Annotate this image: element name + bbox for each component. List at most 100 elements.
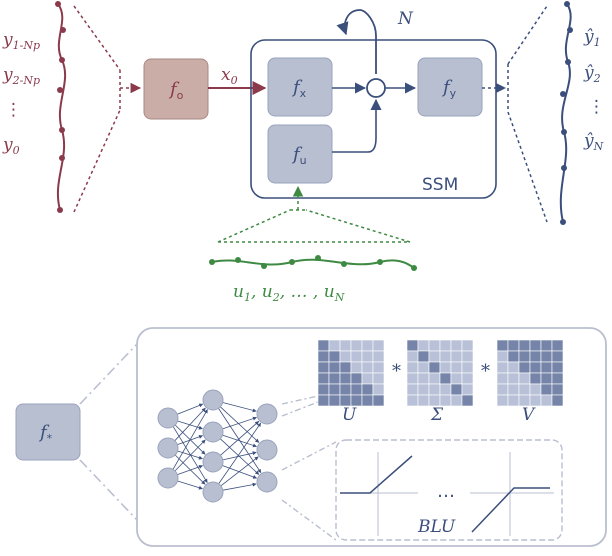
matrix-cell xyxy=(417,394,430,407)
control-funnel xyxy=(217,209,411,243)
matrix-cell xyxy=(372,372,385,385)
control-wave xyxy=(211,258,415,269)
matrix-cell xyxy=(361,383,374,396)
matrix-cell xyxy=(461,372,474,385)
fx-block: fx xyxy=(267,57,333,117)
matrix-cell xyxy=(496,394,509,407)
activation-zoom-lines xyxy=(281,441,337,541)
control-label: u1, u2, … , uN xyxy=(233,282,345,304)
matrix-cell xyxy=(518,350,531,363)
activation-function-icon xyxy=(470,452,554,536)
matrix-cell xyxy=(529,350,542,363)
matrix-cell xyxy=(439,383,452,396)
nn-edge xyxy=(174,407,206,441)
matrix-cell xyxy=(540,372,553,385)
nn-edge xyxy=(177,403,204,415)
output-label-yN: ŷN xyxy=(583,131,604,153)
nn-edge xyxy=(222,451,257,461)
nn-node xyxy=(202,389,224,411)
matrix-cell xyxy=(507,394,520,407)
feedback-loop-icon xyxy=(336,9,377,74)
matrix-cell xyxy=(317,383,330,396)
matrix-cell xyxy=(317,350,330,363)
nn-edge xyxy=(220,406,260,443)
matrix-cell xyxy=(551,350,564,363)
matrix-cell xyxy=(518,339,531,352)
nn-node xyxy=(157,437,179,459)
matrix-cell xyxy=(350,372,363,385)
matrix-cell xyxy=(339,372,352,385)
output-sequence: ŷ1 ŷ2 ⋮ ŷN xyxy=(482,1,605,225)
nn-node xyxy=(202,451,224,473)
matrix-cell xyxy=(317,394,330,407)
matrix-cell xyxy=(450,361,463,374)
matrix-Sigma xyxy=(406,339,474,407)
matrix-cell xyxy=(361,372,374,385)
matrix-cell xyxy=(372,339,385,352)
nn-edge xyxy=(220,438,260,475)
matrix-cell xyxy=(551,339,564,352)
activation-panel xyxy=(335,439,563,541)
x0-label: x0 xyxy=(221,65,238,87)
input-label-y2: y2-Np xyxy=(2,65,40,87)
matrix-cell xyxy=(496,383,509,396)
matrix-cell xyxy=(417,361,430,374)
matrix-cell xyxy=(406,394,419,407)
matrix-cell xyxy=(450,372,463,385)
matrix-cell xyxy=(461,383,474,396)
input-funnel xyxy=(73,5,121,213)
matrix-cell xyxy=(428,350,441,363)
matrix-cell xyxy=(317,361,330,374)
BLU-label: BLU xyxy=(417,517,456,537)
nn-edge xyxy=(220,421,260,456)
matrix-cell xyxy=(461,394,474,407)
nn-edge xyxy=(177,450,203,460)
matrix-cell xyxy=(507,339,520,352)
nn-edge xyxy=(222,482,257,491)
matrix-cell xyxy=(417,383,430,396)
matrix-cell xyxy=(406,372,419,385)
matrix-cell xyxy=(339,339,352,352)
matrix-cell xyxy=(507,383,520,396)
matrix-cell xyxy=(540,339,553,352)
matrix-cell xyxy=(328,383,341,396)
matrix-cell xyxy=(529,383,542,396)
input-wave xyxy=(56,3,67,211)
matrix-cell xyxy=(428,361,441,374)
matrix-cell xyxy=(361,361,374,374)
nn-node xyxy=(157,467,179,489)
matrix-cell xyxy=(507,350,520,363)
matrix-cell xyxy=(328,394,341,407)
matrix-cell xyxy=(372,383,385,396)
matrix-cell xyxy=(339,383,352,396)
output-label-dots: ⋮ xyxy=(588,97,605,117)
matrix-cell xyxy=(428,372,441,385)
output-funnel xyxy=(507,5,548,223)
nn-edge xyxy=(172,409,208,470)
matrix-cell xyxy=(540,383,553,396)
matrix-V xyxy=(496,339,564,407)
U-label: U xyxy=(342,405,357,425)
mult-1-label: * xyxy=(392,361,401,382)
nn-node xyxy=(256,471,278,493)
input-label-y0: y0 xyxy=(2,135,20,157)
matrix-cell xyxy=(428,383,441,396)
nn-edge xyxy=(174,454,206,485)
fstar-detail-panel: * * U Σ V … BLU xyxy=(136,327,607,547)
matrix-cell xyxy=(540,350,553,363)
matrix-cell xyxy=(317,339,330,352)
matrix-cell xyxy=(439,339,452,352)
matrix-cell xyxy=(439,361,452,374)
matrix-cell xyxy=(406,339,419,352)
matrix-zoom-lines xyxy=(281,395,319,417)
matrix-cell xyxy=(551,383,564,396)
ssm-label: SSM xyxy=(422,175,458,195)
input-label-dots: ⋮ xyxy=(5,100,22,120)
nn-edge xyxy=(177,465,204,476)
matrix-cell xyxy=(406,361,419,374)
nn-node xyxy=(202,421,224,443)
matrix-cell xyxy=(461,339,474,352)
nn-node xyxy=(157,407,179,429)
matrix-cell xyxy=(518,372,531,385)
